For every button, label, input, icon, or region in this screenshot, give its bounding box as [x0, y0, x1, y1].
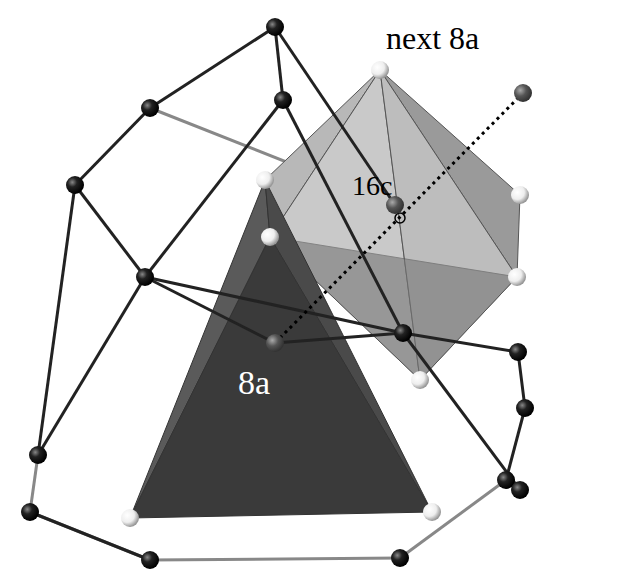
- site-label: 8a: [238, 366, 270, 400]
- site-label: next 8a: [386, 22, 479, 54]
- site-label: 16c: [352, 172, 392, 200]
